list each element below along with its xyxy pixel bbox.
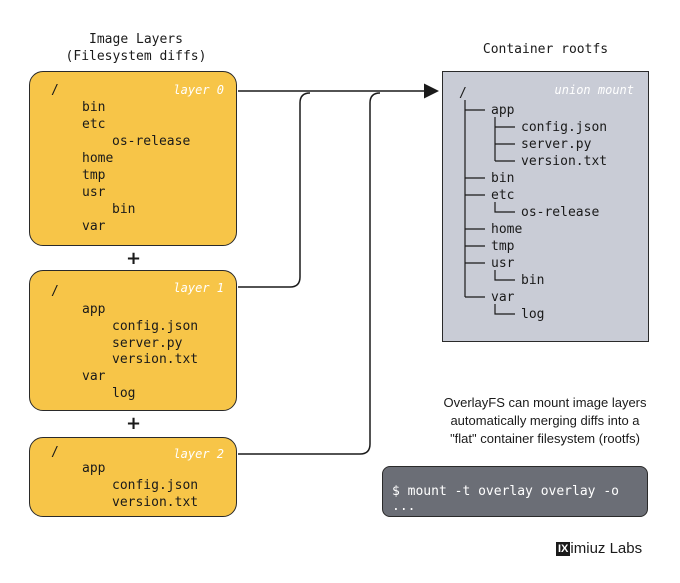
tree-node: version.txt: [112, 495, 199, 510]
tree-node: home: [82, 151, 114, 166]
union-mount-tag: union mount: [554, 83, 634, 97]
tree-node: config.json: [521, 120, 608, 135]
layer2-connector: [238, 92, 381, 455]
tree-node: config.json: [112, 478, 199, 493]
tree-node: os-release: [521, 205, 600, 220]
brand-name: imiuz Labs: [570, 540, 643, 557]
note-line: "flat" container filesystem (rootfs): [450, 431, 640, 446]
tree-node: /: [51, 445, 59, 460]
layer-1-tag: layer 1: [173, 281, 224, 295]
tree-node: app: [491, 103, 515, 118]
tree-node: log: [112, 386, 136, 401]
iximiuz-logo-icon: IX: [556, 542, 571, 556]
tree-node: usr: [82, 185, 106, 200]
image-layers-title: Image Layers: [89, 32, 183, 47]
tree-node: home: [491, 222, 523, 237]
tree-node: tmp: [491, 239, 515, 254]
tree-node: var: [82, 369, 106, 384]
tree-node: version.txt: [521, 154, 608, 169]
tree-node: usr: [491, 256, 515, 271]
tree-node: app: [82, 461, 106, 476]
tree-node: bin: [521, 273, 545, 288]
layer1-connector: [238, 92, 311, 288]
tree-node: server.py: [521, 137, 592, 152]
tree-node: /: [51, 284, 59, 299]
note-line: automatically merging diffs into a: [450, 413, 640, 428]
tree-node: log: [521, 307, 545, 322]
overlayfs-note: OverlayFS can mount image layers automat…: [415, 394, 675, 448]
tree-node: version.txt: [112, 352, 199, 367]
plus-sign: +: [126, 413, 142, 434]
tree-node: server.py: [112, 336, 183, 351]
tree-node: bin: [491, 171, 515, 186]
tree-node: /: [459, 86, 467, 101]
tree-node: tmp: [82, 168, 106, 183]
tree-node: etc: [491, 188, 515, 203]
layer-2-tag: layer 2: [173, 447, 224, 461]
tree-node: bin: [82, 100, 106, 115]
note-line: OverlayFS can mount image layers: [443, 395, 647, 410]
tree-node: var: [82, 219, 106, 234]
tree-node: app: [82, 302, 106, 317]
mount-command-box: $ mount -t overlay overlay -o ...: [382, 466, 648, 517]
tree-node: /: [51, 83, 59, 98]
tree-node: var: [491, 290, 515, 305]
tree-node: config.json: [112, 319, 199, 334]
layer-2-box: layer 2: [29, 437, 237, 517]
layer-0-tag: layer 0: [173, 83, 224, 97]
container-rootfs-heading: Container rootfs: [482, 42, 609, 57]
layer-1-box: layer 1: [29, 270, 237, 411]
plus-sign: +: [126, 248, 142, 269]
layer-0-box: layer 0: [29, 71, 237, 246]
tree-node: bin: [112, 202, 136, 217]
image-layers-heading: Image Layers (Filesystem diffs): [46, 31, 226, 65]
mount-command-text: $ mount -t overlay overlay -o ...: [392, 484, 619, 514]
tree-node: etc: [82, 117, 106, 132]
tree-node: os-release: [112, 134, 191, 149]
image-layers-subtitle: (Filesystem diffs): [65, 49, 207, 64]
